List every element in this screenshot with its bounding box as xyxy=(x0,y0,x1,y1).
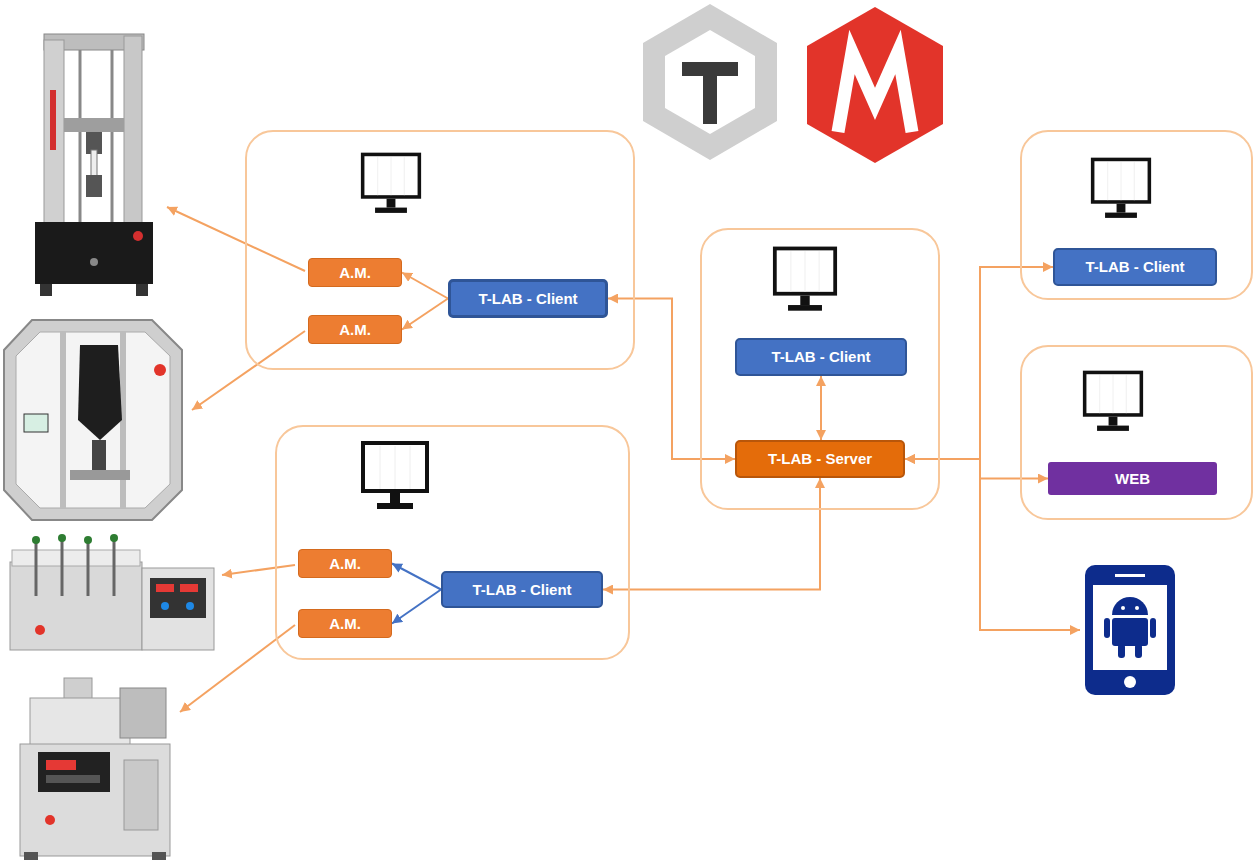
impact-tester xyxy=(4,320,182,520)
server-box: T-LAB - Server xyxy=(735,440,905,478)
connector-arrow xyxy=(820,376,822,440)
box-label: WEB xyxy=(1115,470,1150,488)
monitor-icon xyxy=(363,443,427,509)
client-box: T-LAB - Client xyxy=(735,338,907,376)
box-label: T-LAB - Client xyxy=(771,348,870,366)
client-box: T-LAB - Client xyxy=(1053,248,1217,286)
box-label: T-LAB - Server xyxy=(768,450,872,468)
module-box: A.M. xyxy=(298,609,392,638)
monitor-icon xyxy=(1085,372,1142,430)
connector-arrow xyxy=(905,267,1053,459)
workstation-group: T-LAB - ClientT-LAB - Server xyxy=(700,228,940,510)
module-box: A.M. xyxy=(298,549,392,578)
tensile-tester xyxy=(35,34,153,296)
box-label: T-LAB - Client xyxy=(472,581,571,599)
monitor-icon xyxy=(363,154,420,212)
connector-arrow xyxy=(392,564,441,590)
box-label: T-LAB - Client xyxy=(478,290,577,308)
workstation-group: A.M. A.M. T-LAB - Client xyxy=(275,425,630,660)
t-logo xyxy=(643,4,777,160)
connector-arrow xyxy=(603,478,820,590)
web-box: WEB xyxy=(1048,462,1217,495)
workstation-group: T-LAB - Client xyxy=(1020,130,1253,300)
bath-tester xyxy=(10,534,214,650)
connector-arrow xyxy=(402,273,448,299)
client-box: T-LAB - Client xyxy=(448,279,608,318)
client-box: T-LAB - Client xyxy=(441,571,603,608)
module-box: A.M. xyxy=(308,315,402,344)
m-logo xyxy=(807,7,943,163)
monitor-icon xyxy=(1093,159,1150,217)
box-label: A.M. xyxy=(339,264,371,282)
box-label: A.M. xyxy=(339,321,371,339)
box-label: T-LAB - Client xyxy=(1085,258,1184,276)
leader-arrows xyxy=(167,207,1080,712)
connector-arrow xyxy=(905,459,1048,479)
android-phone xyxy=(1085,565,1175,695)
module-box: A.M. xyxy=(308,258,402,287)
connector-arrow xyxy=(608,299,735,460)
melt-flow-tester xyxy=(20,678,170,860)
workstation-group: A.M. A.M. T-LAB - Client xyxy=(245,130,635,370)
box-label: A.M. xyxy=(329,615,361,633)
connector-arrow xyxy=(402,299,448,330)
box-label: A.M. xyxy=(329,555,361,573)
connector-arrow xyxy=(392,590,441,624)
monitor-icon xyxy=(775,248,835,310)
workstation-group: WEB xyxy=(1020,345,1253,520)
